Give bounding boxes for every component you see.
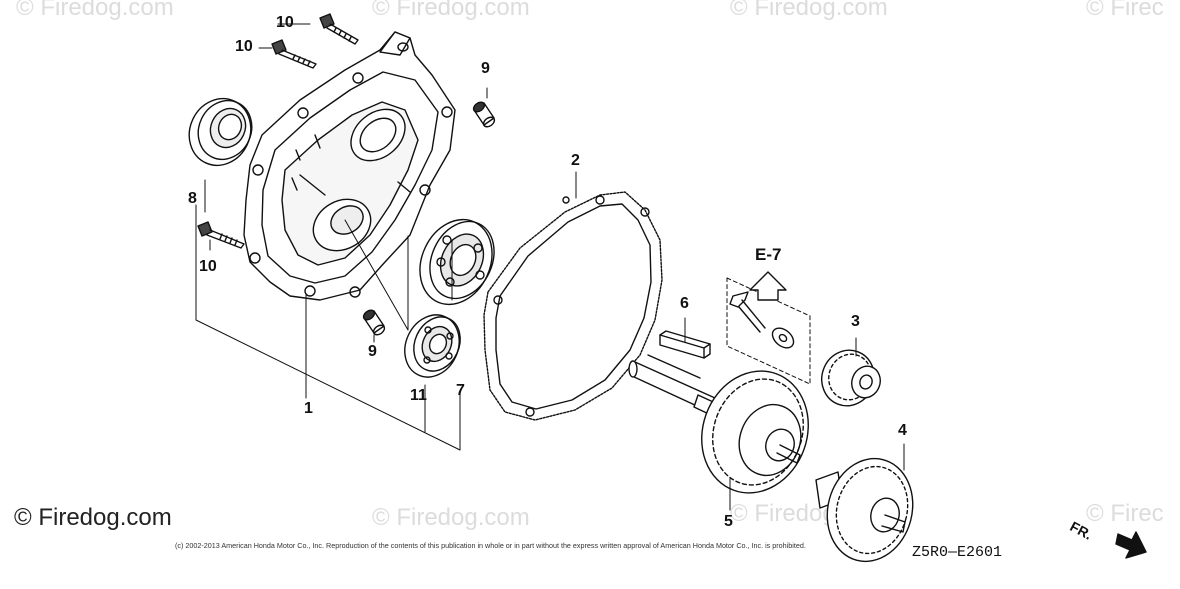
dowel-pin — [472, 101, 496, 128]
bolt — [319, 13, 359, 45]
callout-10: 10 — [199, 258, 217, 275]
watermark: © Firedog.com — [372, 0, 530, 21]
callout-3: 3 — [851, 313, 860, 330]
gasket — [483, 191, 663, 421]
pinion-gear — [821, 349, 881, 407]
callout-1: 1 — [304, 400, 313, 417]
diagram-code: Z5R0—E2601 — [912, 544, 1003, 561]
callout-10: 10 — [276, 14, 294, 31]
ball-bearing-large — [419, 218, 495, 306]
callout-2: 2 — [571, 152, 580, 169]
shaft-gear — [628, 354, 809, 494]
callout-9: 9 — [368, 343, 377, 360]
driven-gear — [815, 457, 914, 563]
watermark: © Firedog.com — [372, 504, 530, 531]
watermark: © Firedog.com — [16, 0, 174, 21]
watermark: © Firec — [1086, 0, 1164, 21]
front-direction-arrow — [1115, 531, 1147, 559]
gear-case-cover — [243, 31, 456, 301]
callout-11: 11 — [410, 387, 427, 404]
callout-10: 10 — [235, 38, 253, 55]
up-arrow — [749, 271, 787, 301]
brand-watermark: © Firedog.com — [14, 504, 172, 531]
callout-6: 6 — [680, 295, 689, 312]
bolt — [197, 221, 245, 249]
dowel-pin — [362, 309, 386, 336]
watermark: © Firec — [1086, 500, 1164, 527]
key — [659, 330, 711, 359]
copyright-notice: (c) 2002-2013 American Honda Motor Co., … — [175, 541, 806, 550]
callout-5: 5 — [724, 513, 733, 530]
callout-8: 8 — [188, 190, 197, 207]
watermark: © Firedog.com — [730, 0, 888, 21]
leader-lines — [195, 23, 905, 511]
bolt — [271, 39, 317, 69]
reference-label: E-7 — [755, 245, 782, 264]
callout-9: 9 — [481, 60, 490, 77]
callout-7: 7 — [456, 382, 465, 399]
callout-4: 4 — [898, 422, 907, 439]
reference-box — [726, 277, 811, 385]
ball-bearing-small — [404, 314, 461, 378]
oil-seal — [188, 97, 253, 167]
